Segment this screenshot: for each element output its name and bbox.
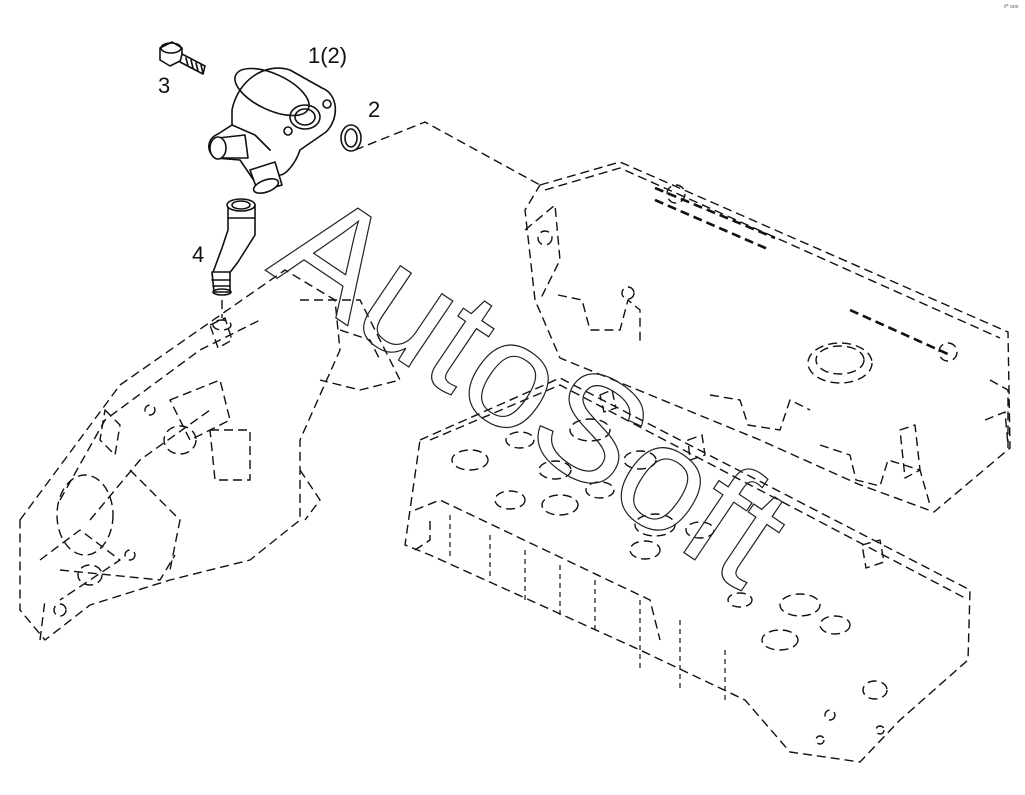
timing-case [19,269,401,641]
watermark: AutoSoft [247,157,818,618]
valve-cover [524,161,1011,513]
callout-part-2: 2 [368,97,380,122]
o-ring [340,124,362,152]
breather-hose [211,198,256,296]
callout-part-3: 3 [158,73,170,98]
alignment-lines [221,121,541,318]
breather-housing [208,67,337,194]
callout-part-1: 1(2) [308,43,347,68]
callout-part-4: 4 [192,242,204,267]
cylinder-head [404,377,971,763]
bolt [159,41,206,75]
corner-mark: #* ooo [1004,4,1019,10]
callout-labels: 1(2) 2 3 4 [158,43,380,267]
